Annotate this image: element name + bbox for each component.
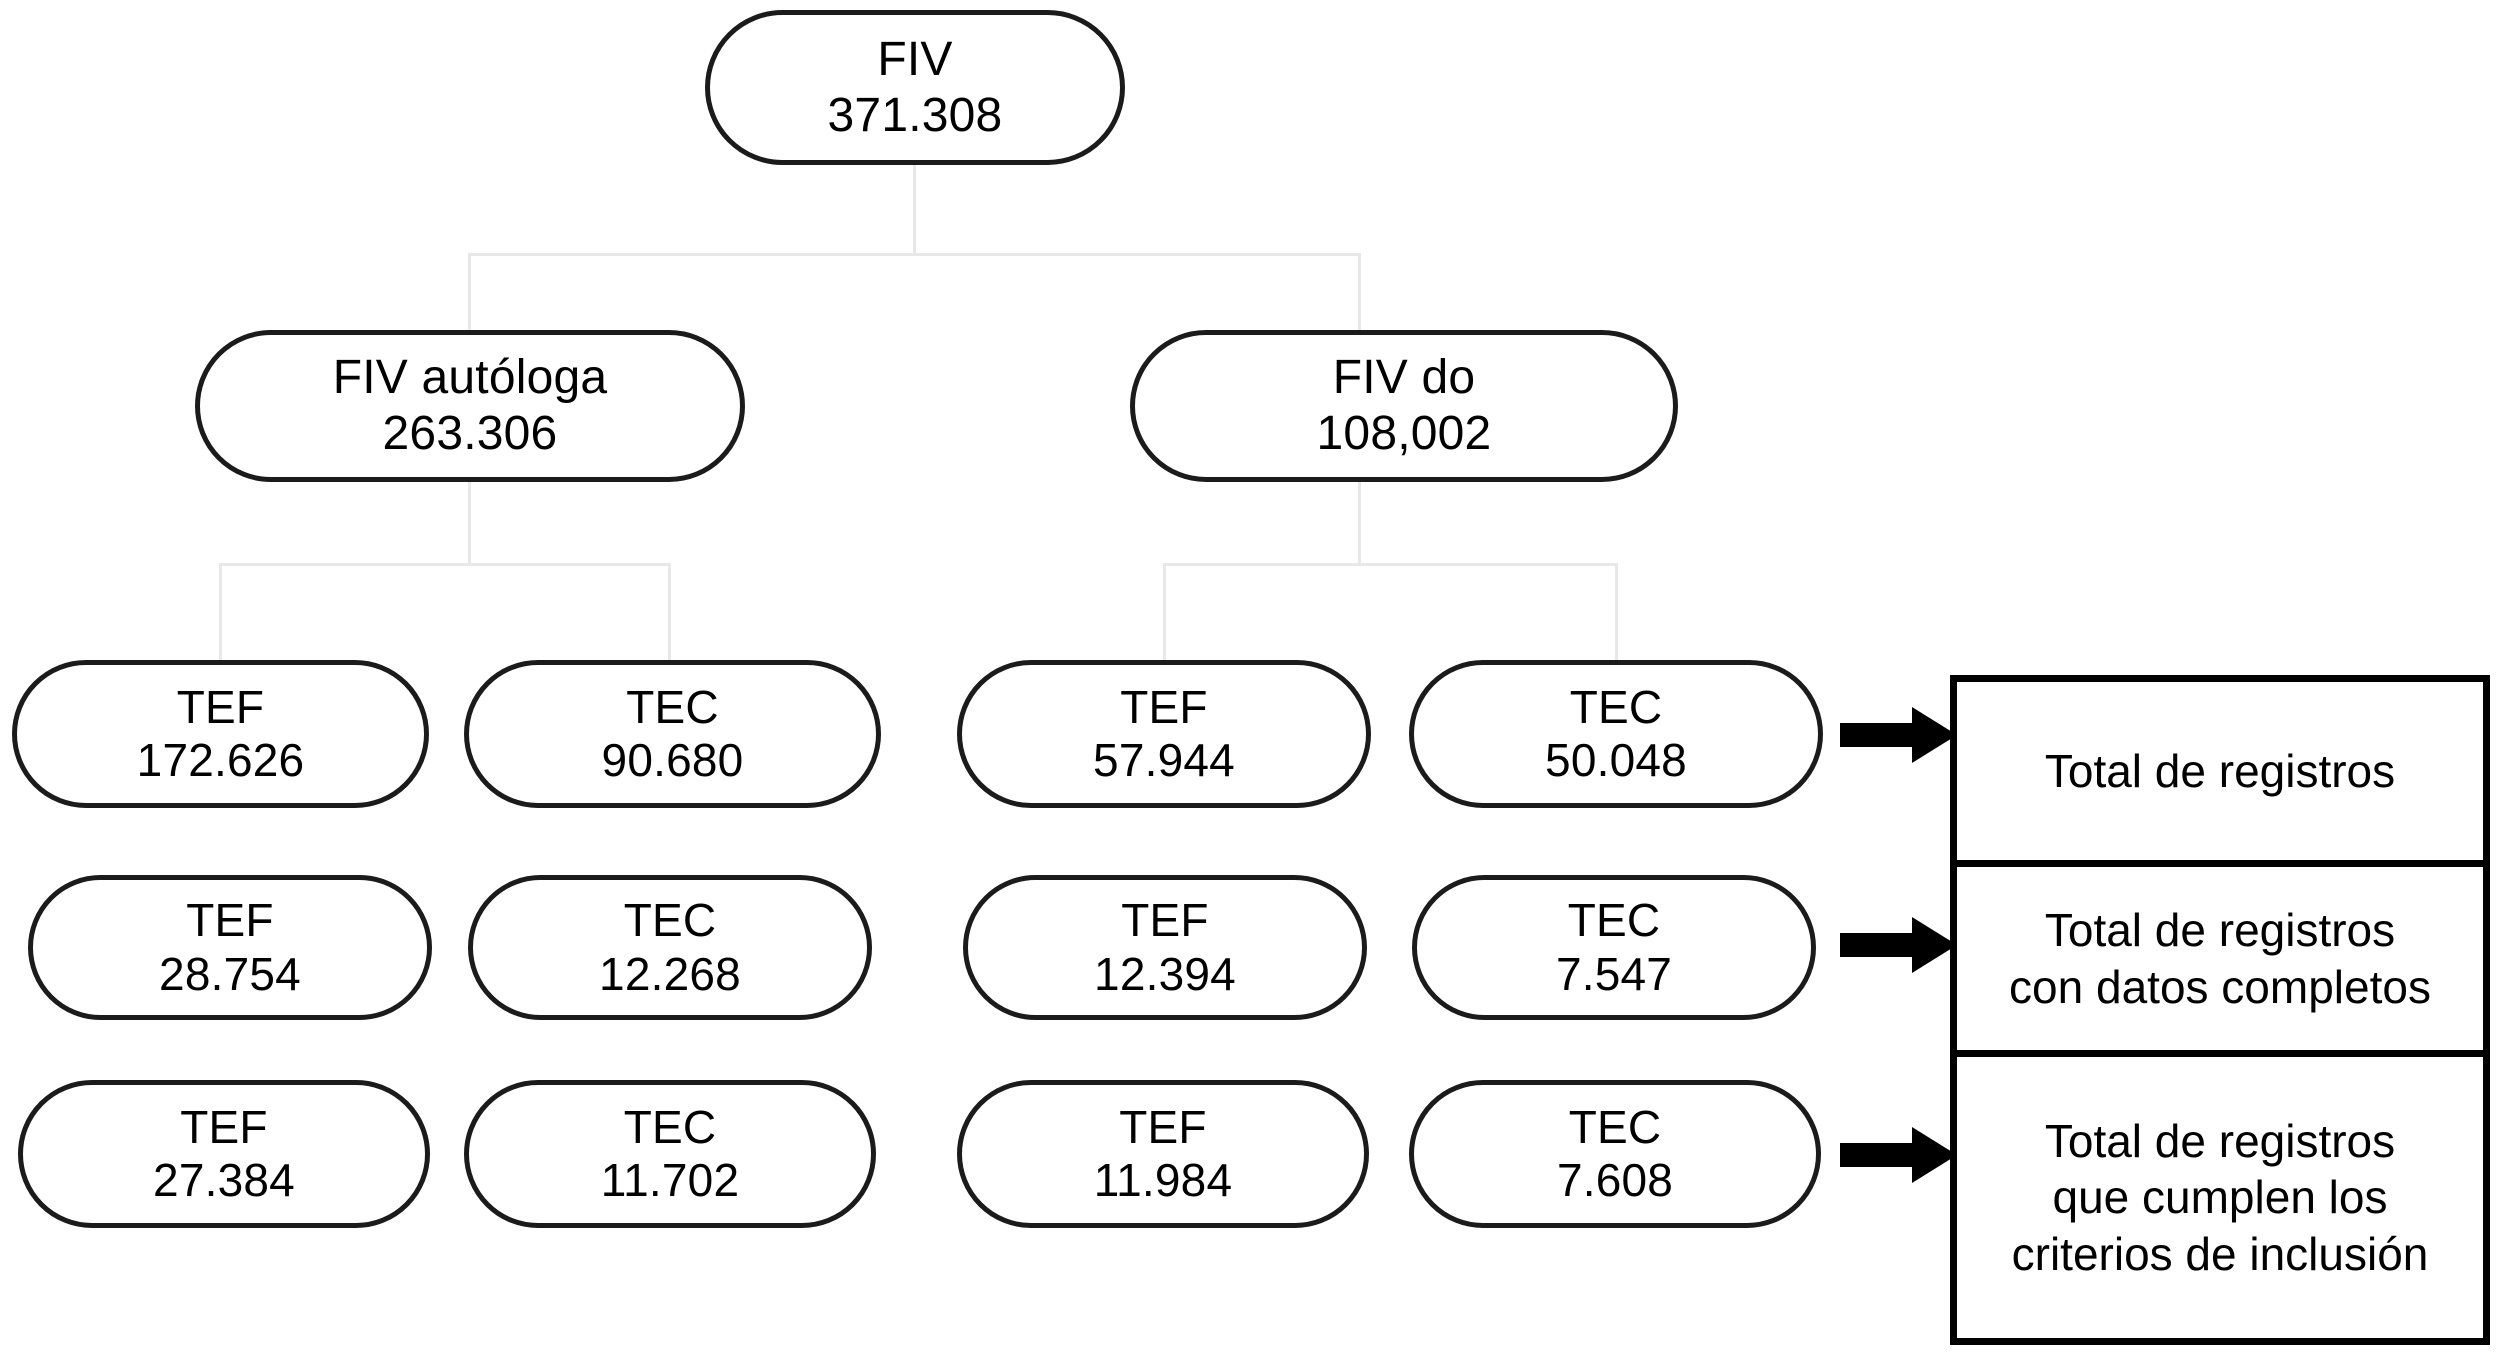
node-label: FIV do xyxy=(1332,351,1476,405)
connector-root-to-do xyxy=(1358,253,1361,333)
node-label: TEF xyxy=(176,680,265,733)
legend-text: Total de registros que cumplen los crite… xyxy=(2012,1113,2429,1281)
connector-autologa-bus xyxy=(219,563,671,566)
node-row1-tef-autologa[interactable]: TEF 172.626 xyxy=(12,660,429,808)
node-row3-tec-do[interactable]: TEC 7.608 xyxy=(1409,1080,1821,1228)
node-label: FIV autóloga xyxy=(332,351,608,405)
connector-root-to-autologa xyxy=(468,253,471,333)
legend-text: Total de registros con datos completos xyxy=(2009,902,2431,1014)
node-value: 11.984 xyxy=(1093,1154,1233,1206)
node-value: 263.306 xyxy=(382,407,558,460)
node-label: TEF xyxy=(1119,1100,1207,1153)
node-label: TEC xyxy=(1568,1100,1662,1153)
node-row1-tec-autologa[interactable]: TEC 90.680 xyxy=(464,660,881,808)
node-value: 12.268 xyxy=(599,947,741,1000)
legend-box: Total de registros Total de registros co… xyxy=(1950,675,2490,1345)
node-label: FIV xyxy=(877,32,953,86)
node-label: TEC xyxy=(623,894,717,947)
node-row2-tef-do[interactable]: TEF 12.394 xyxy=(963,875,1367,1020)
connector-autologa-stem xyxy=(468,480,471,565)
node-value: 28.754 xyxy=(159,947,301,1000)
node-label: TEC xyxy=(623,1100,717,1153)
legend-cell-criterios-inclusion: Total de registros que cumplen los crite… xyxy=(1957,1050,2483,1338)
node-label: TEF xyxy=(180,1100,268,1153)
arrow-right-icon-row-1 xyxy=(1840,707,1957,763)
arrow-right-icon-row-3 xyxy=(1840,1127,1957,1183)
node-value: 50.048 xyxy=(1545,734,1687,786)
node-value: 11.702 xyxy=(600,1154,740,1206)
node-label: TEF xyxy=(1121,894,1209,947)
node-label: TEF xyxy=(1120,680,1208,733)
node-row1-tef-do[interactable]: TEF 57.944 xyxy=(957,660,1371,808)
node-value: 172.626 xyxy=(136,734,305,786)
legend-line: Total de registros xyxy=(2044,1115,2396,1168)
node-label: TEC xyxy=(1567,894,1661,947)
node-value: 57.944 xyxy=(1093,734,1235,786)
connector-autologa-to-tef xyxy=(219,563,222,663)
legend-text: Total de registros xyxy=(2044,744,2396,797)
connector-do-to-tef xyxy=(1163,563,1166,663)
node-row3-tec-autologa[interactable]: TEC 11.702 xyxy=(464,1080,876,1228)
node-row2-tec-autologa[interactable]: TEC 12.268 xyxy=(468,875,872,1020)
node-row2-tec-do[interactable]: TEC 7.547 xyxy=(1412,875,1816,1020)
connector-do-bus xyxy=(1163,563,1618,566)
node-label: TEC xyxy=(626,680,719,733)
legend-cell-total-registros: Total de registros xyxy=(1957,682,2483,860)
node-value: 12.394 xyxy=(1094,947,1236,1000)
arrow-right-icon-row-2 xyxy=(1840,917,1957,973)
node-row3-tef-do[interactable]: TEF 11.984 xyxy=(957,1080,1369,1228)
node-value: 7.608 xyxy=(1556,1154,1674,1206)
node-label: TEC xyxy=(1569,680,1663,733)
node-fiv-do[interactable]: FIV do 108,002 xyxy=(1130,330,1678,482)
connector-autologa-to-tec xyxy=(668,563,671,663)
connector-do-to-tec xyxy=(1615,563,1618,663)
legend-line: que cumplen los xyxy=(2052,1171,2388,1224)
connector-root-bus xyxy=(468,253,1361,256)
node-value: 108,002 xyxy=(1316,407,1492,460)
legend-line: criterios de inclusión xyxy=(2011,1227,2429,1280)
node-fiv-root[interactable]: FIV 371.308 xyxy=(705,10,1125,165)
node-value: 90.680 xyxy=(601,734,744,786)
legend-line: con datos completos xyxy=(2009,960,2431,1013)
node-row3-tef-autologa[interactable]: TEF 27.384 xyxy=(18,1080,430,1228)
node-value: 371.308 xyxy=(827,88,1003,142)
node-value: 27.384 xyxy=(153,1154,295,1206)
node-fiv-autologa[interactable]: FIV autóloga 263.306 xyxy=(195,330,745,482)
node-row2-tef-autologa[interactable]: TEF 28.754 xyxy=(28,875,432,1020)
connector-do-stem xyxy=(1358,480,1361,565)
node-row1-tec-do[interactable]: TEC 50.048 xyxy=(1409,660,1823,808)
node-label: TEF xyxy=(186,894,274,947)
node-value: 7.547 xyxy=(1555,947,1673,1000)
legend-cell-datos-completos: Total de registros con datos completos xyxy=(1957,860,2483,1050)
legend-line: Total de registros xyxy=(2044,904,2396,957)
connector-root-stem xyxy=(913,165,916,255)
